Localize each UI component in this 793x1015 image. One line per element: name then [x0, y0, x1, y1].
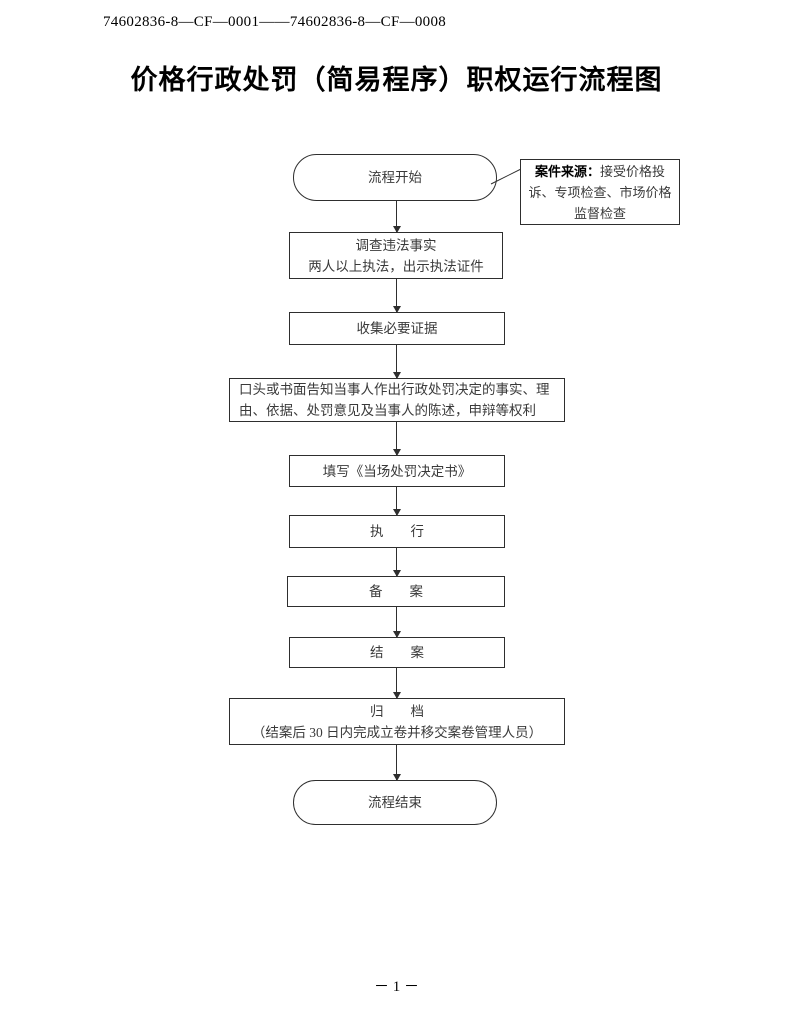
flow-arrow-8 [392, 668, 401, 699]
page-title: 价格行政处罚（简易程序）职权运行流程图 [130, 65, 663, 95]
flow-arrow-6 [392, 548, 401, 577]
callout-text: 接受价格投诉、专项检查、市场价格监督检查 [528, 164, 672, 221]
flow-arrow-2 [392, 279, 401, 313]
step-line: 归 档 [370, 703, 424, 719]
step-collect-evidence: 收集必要证据 [289, 312, 505, 345]
callout-connector-line [490, 166, 526, 185]
end-node: 流程结束 [293, 780, 497, 825]
step-close-case: 结 案 [289, 637, 505, 668]
start-node: 流程开始 [293, 154, 497, 201]
flow-arrow-1 [392, 201, 401, 233]
start-node-label: 流程开始 [368, 170, 422, 185]
step-line: 调查违法事实 [355, 237, 437, 253]
page-number: － 1 － [373, 979, 419, 995]
step-notify-rights: 口头或书面告知当事人作出行政处罚决定的事实、理由、依据、处罚意见及当事人的陈述，… [229, 378, 565, 422]
step-line: （结案后 30 日内完成立卷并移交案卷管理人员） [251, 724, 543, 740]
step-fill-decision: 填写《当场处罚决定书》 [289, 455, 505, 487]
step-investigate-facts: 调查违法事实 两人以上执法，出示执法证件 [289, 232, 503, 279]
step-line: 填写《当场处罚决定书》 [322, 463, 472, 479]
callout-label: 案件来源： [534, 164, 600, 179]
step-line: 收集必要证据 [356, 321, 438, 336]
document-code: 74602836-8—CF—0001――74602836-8—CF—0008 [103, 14, 447, 30]
flow-arrow-3 [392, 345, 401, 379]
flow-arrow-4 [392, 422, 401, 456]
flow-arrow-7 [392, 607, 401, 638]
step-record-filing: 备 案 [287, 576, 505, 607]
flow-arrow-5 [392, 487, 401, 516]
step-line: 两人以上执法，出示执法证件 [308, 258, 484, 274]
step-line: 执 行 [370, 524, 424, 539]
step-line: 口头或书面告知当事人作出行政处罚决定的事实、理由、依据、处罚意见及当事人的陈述，… [239, 382, 550, 418]
step-line: 备 案 [369, 584, 423, 599]
end-node-label: 流程结束 [368, 795, 422, 810]
flow-arrow-9 [392, 745, 401, 781]
step-archive: 归 档 （结案后 30 日内完成立卷并移交案卷管理人员） [229, 698, 565, 745]
step-line: 结 案 [370, 645, 424, 660]
callout-note: 案件来源：接受价格投诉、专项检查、市场价格监督检查 [520, 159, 680, 225]
step-execute: 执 行 [289, 515, 505, 548]
